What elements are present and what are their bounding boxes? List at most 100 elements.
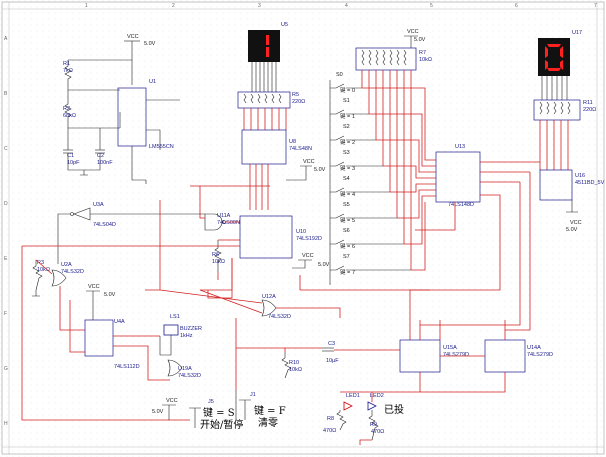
svg-text:74LS279D: 74LS279D [443,352,469,358]
svg-text:=: = [347,140,350,146]
grid-row-f: F [4,311,7,317]
svg-text:10µF: 10µF [326,358,339,364]
svg-text:7kΩ: 7kΩ [63,68,73,74]
svg-text:1: 1 [352,114,355,120]
svg-text:S5: S5 [343,202,350,208]
svg-text:VCC: VCC [127,34,139,40]
resistor-r8[interactable]: R8 470Ω [323,410,347,434]
resistor-r2[interactable]: R2 68kΩ [63,90,76,128]
resistor-pack-r7[interactable]: R7 10kΩ [355,47,432,71]
resistor-r10[interactable]: R10 10kΩ [281,352,302,379]
svg-text:74LS00N: 74LS00N [217,220,240,226]
resistor-r6[interactable]: R6 10kΩ [212,240,225,272]
key-switch-s3[interactable]: S3键=3 [330,150,383,172]
or-gate-u2a[interactable]: U2A 74LS32D [51,262,84,287]
svg-text:VCC: VCC [166,398,178,404]
nand-u11a[interactable]: U11A 74LS00N [204,213,240,231]
svg-text:R7: R7 [419,50,426,56]
svg-text:U5: U5 [281,22,288,28]
key-switch-s7[interactable]: S7键=7 [330,254,411,276]
yitou-label: 已投 [384,403,404,416]
chip-u1[interactable]: U1 LM555CN [117,79,180,184]
svg-text:S2: S2 [343,124,350,130]
svg-text:S3: S3 [343,150,350,156]
led-led1[interactable]: LED1 [343,393,360,411]
svg-text:VCC: VCC [302,253,314,259]
chip-u16[interactable]: U16 4511BD_5V [539,169,605,201]
grid-col-1: 1 [85,3,88,9]
key-switch-s4[interactable]: S4键=4 [330,176,390,198]
svg-text:键: 键 [340,216,346,224]
svg-text:VCC: VCC [407,29,419,35]
grid-col-7: 7 [594,3,597,9]
vcc-u16[interactable]: VCC 5.0V [566,200,582,233]
svg-text:R8: R8 [327,416,334,422]
or-gate-u19a[interactable]: U19A 74LS32D [167,359,201,379]
svg-text:R3: R3 [37,260,44,266]
vcc-u4a[interactable]: VCC 5.0V [86,284,116,320]
grid-col-6: 6 [515,3,518,9]
svg-text:=: = [347,166,350,172]
svg-text:U17: U17 [572,30,582,36]
svg-text:=: = [347,192,350,198]
svg-text:=: = [347,244,350,250]
svg-text:S7: S7 [343,254,350,260]
capacitor-c3[interactable]: C3 10µF [322,341,339,364]
svg-text:68kΩ: 68kΩ [63,113,76,119]
grid-col-5: 5 [430,3,433,9]
svg-text:BUZZER: BUZZER [180,326,202,332]
switch-j1[interactable]: J1 键 = F 清零 [235,390,286,429]
svg-text:S6: S6 [343,228,350,234]
grid-row-e: E [4,256,8,262]
key-switch-s0[interactable]: S0键=0 [330,72,362,94]
svg-text:3: 3 [352,166,355,172]
svg-text:S4: S4 [343,176,350,182]
svg-text:=: = [347,88,350,94]
vcc-keys[interactable]: VCC 5.0V [404,29,426,48]
svg-text:键: 键 [340,112,346,120]
grid-col-4: 4 [345,3,348,9]
vcc-555[interactable]: VCC 5.0V [124,34,156,85]
led-led2[interactable]: LED2 [367,393,384,411]
svg-text:VCC: VCC [303,159,315,165]
svg-text:10kΩ: 10kΩ [419,57,432,63]
chip-u10[interactable]: U10 74LS192D [239,215,322,259]
chip-u13[interactable]: U13 74LS148D [435,144,481,208]
grid-row-labels: A B C D E F G H [4,36,8,427]
resistor-r3[interactable]: R3 10kΩ [32,260,50,297]
svg-text:10kΩ: 10kΩ [37,267,50,273]
svg-text:220Ω: 220Ω [292,99,305,105]
resistor-pack-r5[interactable]: R5 220Ω [237,91,305,109]
svg-text:C1: C1 [67,153,74,159]
key-switch-s5[interactable]: S5键=5 [330,202,397,224]
svg-text:74LS192D: 74LS192D [296,236,322,242]
svg-text:开始/暂停: 开始/暂停 [200,418,243,431]
vcc-u8[interactable]: VCC 5.0V [286,159,326,181]
vcc-j5[interactable]: VCC 5.0V [152,398,178,420]
or-gate-u12a[interactable]: U12A 74LS32D [261,294,291,320]
vcc-u10[interactable]: VCC 5.0V [292,253,330,269]
svg-text:键 = S: 键 = S [203,406,235,419]
grid-row-c: C [4,146,8,152]
resistor-r9[interactable]: R9 470Ω [368,410,384,441]
svg-text:LED2: LED2 [370,393,384,399]
switch-j5[interactable]: J5 键 = S 开始/暂停 [189,399,243,431]
key-switch-s6[interactable]: S6键=6 [330,228,404,250]
svg-text:R6: R6 [212,252,219,258]
resistor-pack-r11[interactable]: R11 220Ω [533,99,596,121]
key-switch-s1[interactable]: S1键=1 [330,98,369,120]
svg-text:键: 键 [340,268,346,276]
svg-text:U15A: U15A [443,345,457,351]
svg-text:R9: R9 [370,422,377,428]
svg-text:2: 2 [352,140,355,146]
resistor-r1[interactable]: R1 7kΩ [63,60,73,90]
svg-text:10kΩ: 10kΩ [212,259,225,265]
key-switch-s2[interactable]: S2键=2 [330,124,376,146]
svg-text:键: 键 [340,190,346,198]
svg-text:键 = F: 键 = F [254,404,286,417]
chip-u8[interactable]: U8 74LS48N [241,129,312,165]
chip-u4a[interactable]: U4A 74LS112D [84,319,140,370]
svg-text:U14A: U14A [527,345,541,351]
